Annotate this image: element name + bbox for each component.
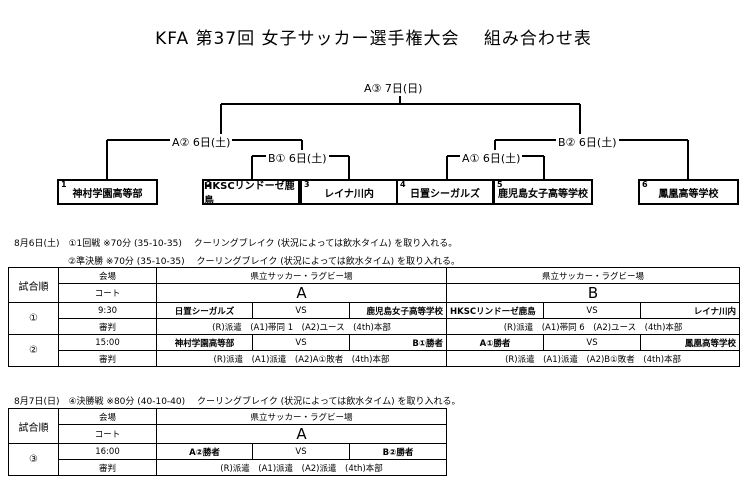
team-number: 5 (497, 180, 503, 189)
match-order: ② (8, 334, 59, 367)
team-name: 神村学園高等部 (72, 188, 143, 200)
semi-a-label: A② 6日(土) (170, 134, 233, 150)
home-team: 神村学園高等部 (156, 334, 253, 351)
vs-label: VS (252, 443, 350, 460)
team-box: 5 鹿児島女子高等学校 (493, 179, 593, 205)
venue-label: 会場 (58, 408, 157, 425)
referee-label: 審判 (58, 459, 157, 476)
team-name: 日置シーガルズ (410, 188, 480, 200)
venue-a: 県立サッカー・ラグビー場 (155, 267, 448, 284)
match-order: ① (8, 302, 59, 335)
table-row: 審判 (R)派遣 (A1)派遣 (A2)A①敗者 (4th)本部 (R)派遣 (… (9, 350, 741, 367)
away-team: B①勝者 (348, 334, 448, 351)
match-time: 9:30 (58, 302, 157, 319)
vs-label: VS (252, 334, 350, 351)
team-number: 4 (400, 180, 406, 189)
team-number: 6 (642, 180, 648, 189)
away-team: 鹿児島女子高等学校 (348, 302, 448, 319)
table-row: ① 9:30 日置シーガルズ VS 鹿児島女子高等学校 HKSCリンドーゼ鹿島 … (8, 302, 741, 335)
home-team: 日置シーガルズ (156, 302, 253, 319)
day1-note-2: ②準決勝 ※70分 (35-10-35) クーリングブレイク (状況によっては飲… (68, 257, 461, 267)
table-row: 審判 (R)派遣 (A1)帯同 1 (A2)ユース (4th)本部 (R)派遣 … (9, 318, 741, 335)
day1-schedule-table: 試合順 会場 県立サッカー・ラグビー場 県立サッカー・ラグビー場 コート A B… (8, 267, 741, 367)
referee-assignment: (R)派遣 (A1)帯同 1 (A2)ユース (4th)本部 (155, 318, 448, 335)
table-row: ③ 16:00 A②勝者 VS B②勝者 (8, 443, 448, 476)
venue-label: 会場 (58, 267, 157, 284)
referee-assignment: (R)派遣 (A1)帯同 6 (A2)ユース (4th)本部 (446, 318, 741, 335)
team-box: 3 レイナ川内 (300, 179, 398, 205)
table-row: 審判 (R)派遣 (A1)派遣 (A2)派遣 (4th)本部 (9, 459, 448, 476)
court-a: A (155, 283, 448, 303)
table-row: ② 15:00 神村学園高等部 VS B①勝者 A①勝者 VS 鳳凰高等学校 (8, 334, 741, 367)
page-title: KFA 第37回 女子サッカー選手権大会 組み合わせ表 (155, 29, 592, 49)
team-name: 鳳凰高等学校 (658, 188, 719, 200)
final-label: A③ 7日(日) (362, 80, 425, 96)
venue-b: 県立サッカー・ラグビー場 (446, 267, 741, 284)
court-b: B (446, 283, 741, 303)
venue-a: 県立サッカー・ラグビー場 (155, 408, 448, 425)
away-team: 鳳凰高等学校 (640, 334, 741, 351)
referee-assignment: (R)派遣 (A1)派遣 (A2)A①敗者 (4th)本部 (155, 350, 448, 367)
qf-b1-label: B① 6日(土) (266, 150, 329, 166)
vs-label: VS (543, 302, 642, 319)
team-name: 鹿児島女子高等学校 (498, 188, 588, 200)
home-team: HKSCリンドーゼ鹿島 (446, 302, 545, 319)
vs-label: VS (252, 302, 350, 319)
referee-assignment: (R)派遣 (A1)派遣 (A2)B①敗者 (4th)本部 (446, 350, 741, 367)
team-box: 1 神村学園高等部 (57, 179, 158, 205)
vs-label: VS (543, 334, 642, 351)
team-box: 6 鳳凰高等学校 (638, 179, 739, 205)
away-team: レイナ川内 (640, 302, 741, 319)
team-number: 2 (206, 180, 212, 189)
qf-a1-label: A① 6日(土) (460, 150, 523, 166)
team-box: 4 日置シーガルズ (396, 179, 494, 205)
team-number: 3 (304, 180, 310, 189)
referee-label: 審判 (58, 350, 157, 367)
away-team: B②勝者 (348, 443, 448, 460)
referee-label: 審判 (58, 318, 157, 335)
order-header: 試合順 (8, 267, 59, 303)
court-label: コート (58, 424, 157, 444)
team-name: HKSCリンドーゼ鹿島 (204, 181, 295, 207)
day2-schedule-table: 試合順 会場 県立サッカー・ラグビー場 コート A ③ 16:00 A②勝者 V… (8, 408, 448, 476)
match-time: 16:00 (58, 443, 157, 460)
referee-assignment: (R)派遣 (A1)派遣 (A2)派遣 (4th)本部 (155, 459, 448, 476)
home-team: A①勝者 (446, 334, 545, 351)
team-box: 2 HKSCリンドーゼ鹿島 (202, 179, 300, 207)
day1-note-1: 8月6日(土) ①1回戦 ※70分 (35-10-35) クーリングブレイク (… (14, 239, 458, 249)
court-label: コート (58, 283, 157, 303)
day2-note: 8月7日(日) ④決勝戦 ※80分 (40-10-40) クーリングブレイク (… (14, 397, 461, 407)
team-name: レイナ川内 (324, 188, 374, 200)
order-header: 試合順 (8, 408, 59, 444)
match-order: ③ (8, 443, 59, 476)
match-time: 15:00 (58, 334, 157, 351)
home-team: A②勝者 (156, 443, 253, 460)
team-number: 1 (61, 180, 67, 189)
semi-b-label: B② 6日(土) (556, 134, 619, 150)
court-a: A (155, 424, 448, 444)
